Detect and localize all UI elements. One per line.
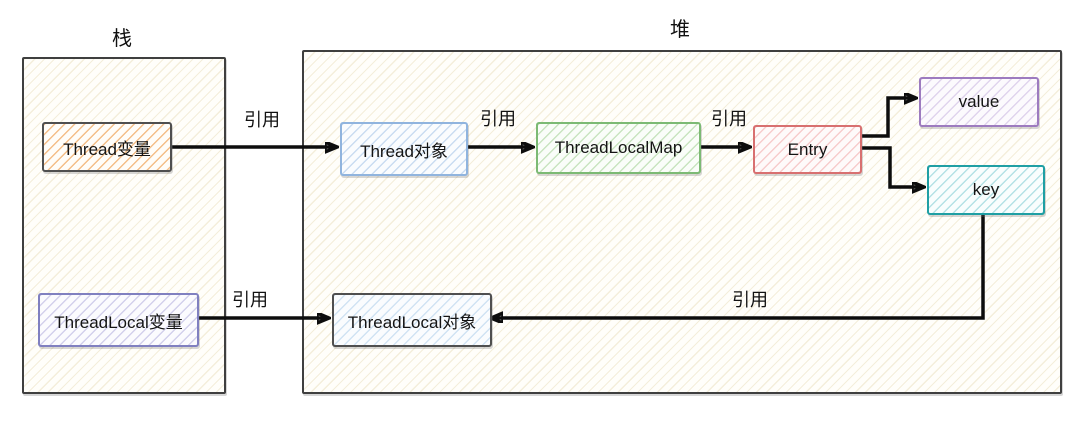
edge-label-thread-obj-ref: 引用 — [480, 109, 516, 129]
edge-label-threadlocalmap-ref: 引用 — [711, 109, 747, 129]
node-thread-variable: Thread变量 — [42, 122, 172, 172]
node-threadlocalmap: ThreadLocalMap — [536, 122, 701, 174]
node-key: key — [927, 165, 1045, 215]
edge-label-key-ref: 引用 — [732, 290, 768, 310]
edge-label-threadlocal-var-ref: 引用 — [232, 290, 268, 310]
node-threadlocal-object: ThreadLocal对象 — [332, 293, 492, 347]
stack-region-title: 栈 — [112, 28, 132, 50]
edge-label-thread-var-ref: 引用 — [244, 110, 280, 130]
node-value: value — [919, 77, 1039, 127]
node-threadlocal-variable: ThreadLocal变量 — [38, 293, 199, 347]
node-entry: Entry — [753, 125, 862, 174]
node-thread-object: Thread对象 — [340, 122, 468, 176]
heap-region-title: 堆 — [670, 19, 690, 41]
